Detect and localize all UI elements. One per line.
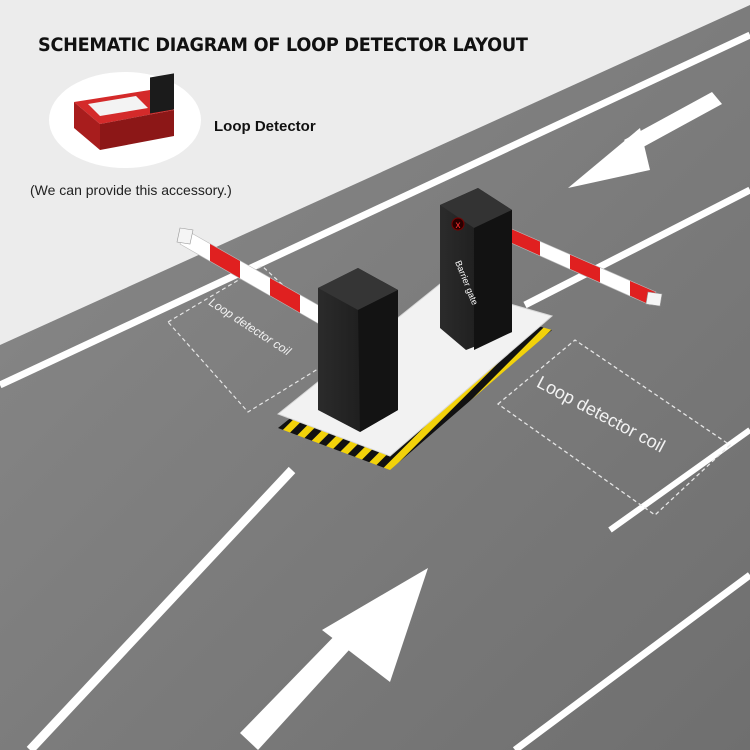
up-arrow-icon [240,568,428,750]
lane-line-left [26,466,296,750]
x-icon [451,217,465,231]
road-edge-line [0,31,750,389]
page-title: SCHEMATIC DIAGRAM OF LOOP DETECTOR LAYOU… [38,34,528,56]
boom-arm-near [176,227,349,337]
barrier-gate-near [318,268,398,432]
road-edge-right [608,427,750,533]
loop-coil-right [496,339,732,516]
down-arrow-icon [568,92,722,188]
barrier-gate-icon: x Barrier gate [440,188,512,350]
lane-line-right [523,186,750,309]
loop-detector-device-icon [49,72,201,168]
svg-text:x: x [456,220,461,231]
loop-detector-label: Loop Detector [214,118,316,135]
road-edge-bottom-right [512,572,750,750]
accessory-note: (We can provide this accessory.) [30,182,232,198]
